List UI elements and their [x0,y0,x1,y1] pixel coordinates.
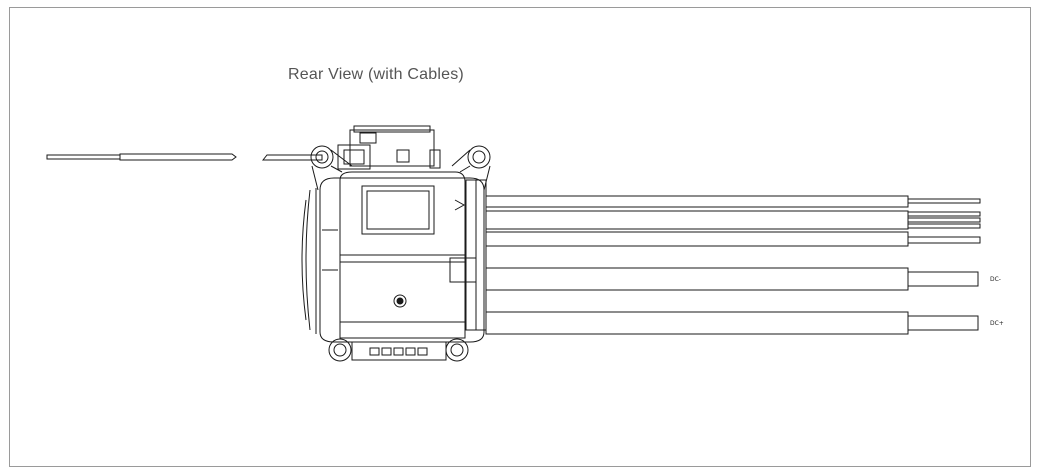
bottom-connector [351,341,447,361]
cable-gland-block [449,179,487,331]
rear-view-drawing: DC- DC+ [46,125,1004,362]
main-body [319,171,485,343]
cable-dc-plus [485,311,979,335]
cable-1 [485,195,981,208]
upper-mount-ears [310,145,491,191]
dc-minus-label: DC- [990,276,1001,283]
cable-2 [485,210,981,230]
display-window [361,185,435,235]
cable-dc-minus [485,267,979,291]
loose-cable-middle [261,154,323,161]
loose-cable-left [46,153,237,161]
center-screw [393,294,407,308]
left-side-fins [301,188,338,334]
drawing-title: Rear View (with Cables) [288,66,464,83]
cable-3 [485,231,981,247]
dc-plus-label: DC+ [990,320,1004,327]
top-connector [337,125,441,170]
